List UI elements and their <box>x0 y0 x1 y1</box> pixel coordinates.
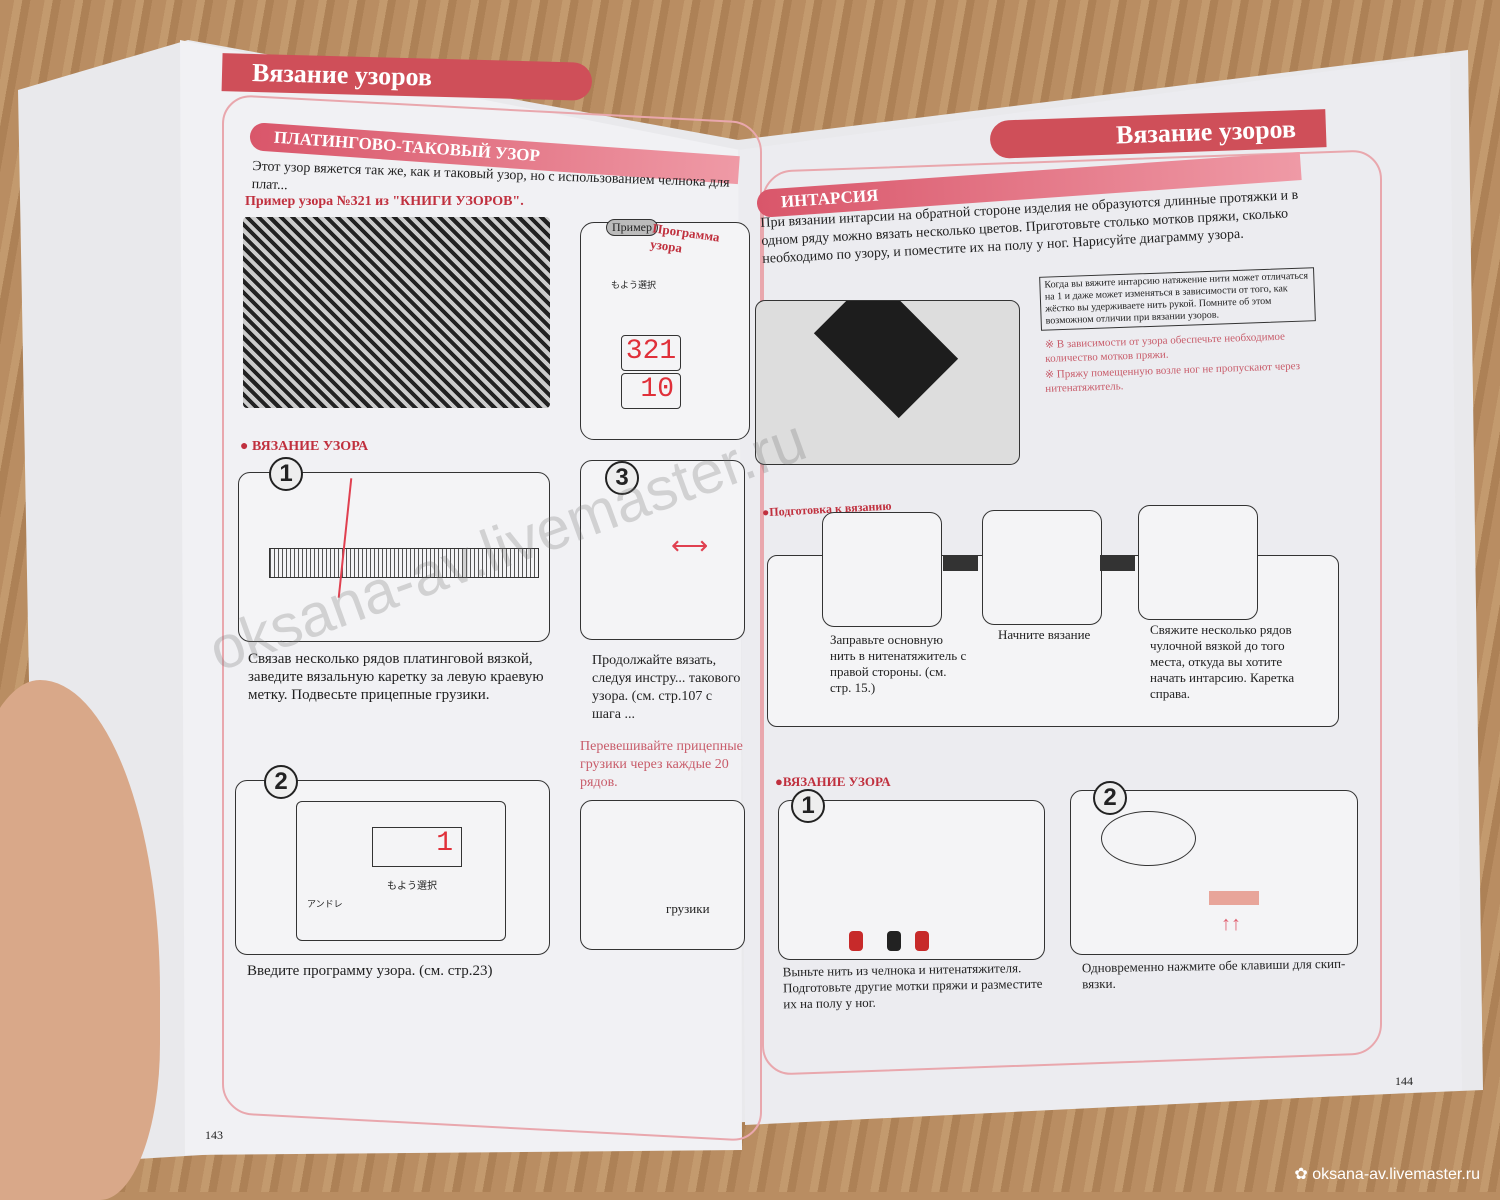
double-arrow-icon: ⟷ <box>671 531 709 560</box>
step-number: 1 <box>269 457 303 491</box>
step2-caption: Введите программу узора. (см. стр.23) <box>247 963 493 979</box>
prep-illustration-1 <box>822 512 942 627</box>
prep-illustration-2 <box>982 510 1102 625</box>
panel-label: アンドレ <box>307 899 343 909</box>
step3-illustration: 3 ⟷ <box>580 460 745 640</box>
step-number: 3 <box>605 461 639 495</box>
control-panel: 1 アンドレ もよう選択 <box>296 801 506 941</box>
program-panel: Пример Программа узора もよう選択 321 10 <box>580 219 750 440</box>
footer-site: ✿ oksana-av.livemaster.ru <box>1294 1166 1480 1183</box>
step1-caption: Связав несколько рядов платинговой вязко… <box>248 651 544 703</box>
pattern-select-label: もよう選択 <box>611 280 657 290</box>
example-caption: Пример узора №321 из "КНИГИ УЗОРОВ". <box>245 194 524 209</box>
panel-title: Программа узора <box>649 220 721 256</box>
step-number: 2 <box>264 765 298 799</box>
arrow-up-icon: ↑↑ <box>1221 913 1241 935</box>
prep-caption-3: Свяжите несколько рядов чулочной вязкой … <box>1150 622 1295 701</box>
right-step2-illustration: 2 ↑↑ <box>1070 781 1358 955</box>
weights-illustration: грузики <box>580 800 745 950</box>
prep-caption-1: Заправьте основную нить в нитенатяжитель… <box>830 632 967 695</box>
example-badge: Пример <box>606 219 659 236</box>
intarsia-sample-image <box>755 300 1020 465</box>
plating-knit-sample-image <box>243 217 550 408</box>
arrow-right-icon <box>1100 555 1135 571</box>
step-number: 1 <box>791 789 825 823</box>
tension-dial <box>1101 811 1196 866</box>
display-rows: 10 <box>621 373 681 409</box>
prep-caption-2: Начните вязание <box>998 627 1091 642</box>
skip-keys <box>1209 891 1259 905</box>
step1-illustration: 1 <box>238 457 550 642</box>
step2-illustration: 2 1 アンドレ もよう選択 <box>235 765 550 955</box>
arrow-right-icon <box>943 555 978 571</box>
pattern-select-label: もよう選択 <box>387 881 437 892</box>
right-step1-illustration: 1 <box>778 789 1045 960</box>
step3-caption: Продолжайте вязать, следуя инстру... так… <box>592 653 741 722</box>
left-knitting-heading: ● ВЯЗАНИЕ УЗОРА <box>240 439 369 454</box>
display-pattern-number: 321 <box>621 335 681 371</box>
black-yarn-cone <box>887 931 901 951</box>
right-step1-caption: Выньте нить из челнока и нитенатяжителя.… <box>782 960 1043 1012</box>
page-number-left: 143 <box>205 1128 223 1142</box>
red-yarn-cone <box>915 931 929 951</box>
weights-note: Перевешивайте прицепные грузики через ка… <box>580 739 743 790</box>
needle-bed <box>269 548 539 578</box>
diamond-motif <box>813 301 959 419</box>
right-step2-caption: Одновременно нажмите обе клавиши для ски… <box>1081 955 1346 992</box>
weights-label: грузики <box>666 901 710 916</box>
prep-illustration-3 <box>1138 505 1258 620</box>
right-knitting-heading: ●ВЯЗАНИЕ УЗОРА <box>775 774 891 789</box>
step-number: 2 <box>1093 781 1127 815</box>
page-number-right: 144 <box>1395 1074 1413 1088</box>
tension-note-box: Когда вы вяжите интарсию натяжение нити … <box>1039 267 1316 331</box>
red-yarn-cone <box>849 931 863 951</box>
display: 1 <box>372 827 462 867</box>
